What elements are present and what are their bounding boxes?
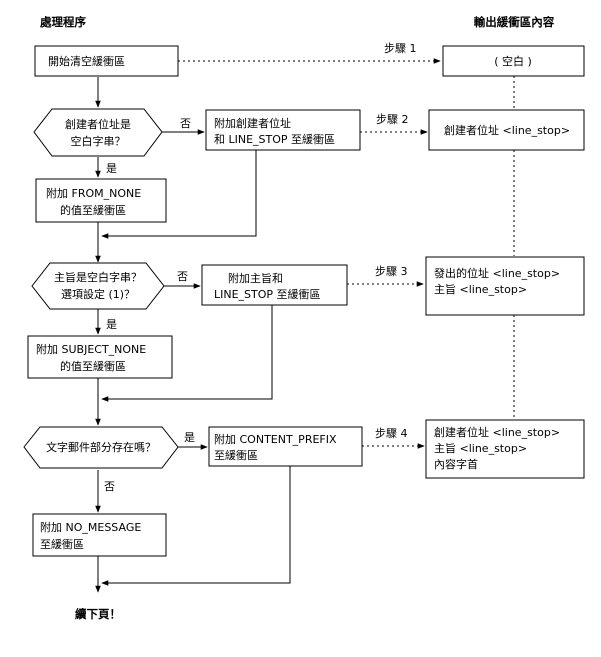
- append-subject-box: [201, 264, 348, 306]
- clear-buffer-box: [34, 45, 179, 77]
- procedure-header: 處理程序: [40, 15, 86, 29]
- buffer-state-3: [425, 256, 585, 316]
- append-no-message-box: [32, 513, 167, 557]
- d1-no-label: 否: [180, 117, 191, 130]
- append-subject-line2: LINE_STOP 至緩衝區: [214, 287, 321, 301]
- buffer-state-4-line2: 主旨 <line_stop>: [434, 442, 527, 455]
- buffer-state-1: [442, 45, 585, 77]
- decision-text-part-line1: 文字郵件部分存在嗎？: [46, 440, 156, 454]
- decision-creator-empty: [33, 108, 163, 157]
- decision-subject-line1: 主旨是空白字串？: [54, 270, 142, 284]
- append-creator-box: [205, 109, 361, 151]
- append-creator-line1: 附加創建者位址: [214, 116, 291, 130]
- decision-creator-empty-line2: 空白字串？: [71, 134, 126, 148]
- buffer-state-2-line1: 創建者位址 <line_stop>: [444, 123, 570, 137]
- append-content-prefix-box: [208, 426, 363, 467]
- append-subject-none-line1: 附加 SUBJECT_NONE: [36, 342, 146, 356]
- return-line-1: [101, 150, 257, 239]
- buffer-state-1-line1: ( 空白 ): [494, 54, 532, 68]
- append-no-message-line1: 附加 NO_MESSAGE: [40, 520, 141, 534]
- step1-label: 步驟 1: [384, 42, 417, 55]
- buffer-state-4-line3: 內容字首: [434, 457, 478, 471]
- append-no-message-line2: 至緩衝區: [40, 537, 84, 551]
- d2-no-label: 否: [177, 270, 188, 283]
- continue-next-page: 續下頁！: [75, 607, 121, 621]
- d2-yes-label: 是: [106, 318, 117, 331]
- step3-label: 步驟 3: [375, 265, 408, 278]
- return-line-2: [101, 305, 273, 402]
- append-content-prefix-line2: 至緩衝區: [214, 448, 258, 462]
- append-from-none-line2: 的值至緩衝區: [60, 203, 126, 217]
- decision-subject-empty: [31, 262, 165, 310]
- d1-yes-label: 是: [106, 162, 117, 175]
- append-subject-none-line2: 的值至緩衝區: [60, 359, 126, 373]
- decision-text-part-exists: [23, 426, 179, 469]
- step2-label: 步驟 2: [376, 113, 409, 126]
- buffer-state-4-line1: 創建者位址 <line_stop>: [434, 425, 560, 439]
- buffer-state-4: [425, 419, 585, 479]
- append-content-prefix-line1: 附加 CONTENT_PREFIX: [214, 432, 337, 446]
- d3-yes-label: 是: [184, 431, 195, 444]
- output-buffer-header: 輸出緩衝區內容: [474, 15, 555, 29]
- append-creator-line2: 和 LINE_STOP 至緩衝區: [214, 132, 335, 146]
- return-line-3: [101, 466, 291, 586]
- buffer-state-3-line1: 發出的位址 <line_stop>: [434, 266, 560, 280]
- d3-no-label: 否: [104, 480, 115, 493]
- append-subject-none-box: [27, 335, 173, 379]
- step4-label: 步驟 4: [375, 427, 408, 440]
- decision-creator-empty-line1: 創建者位址是: [65, 117, 131, 131]
- buffer-state-2: [428, 109, 585, 151]
- append-subject-line1: 附加主旨和: [228, 271, 283, 285]
- buffer-state-3-line2: 主旨 <line_stop>: [434, 283, 527, 296]
- append-from-none-box: [35, 178, 167, 223]
- clear-buffer-text: 開始清空緩衝區: [48, 54, 125, 68]
- decision-subject-line2: 選項設定 (1)？: [61, 287, 135, 301]
- append-from-none-line1: 附加 FROM_NONE: [46, 186, 141, 200]
